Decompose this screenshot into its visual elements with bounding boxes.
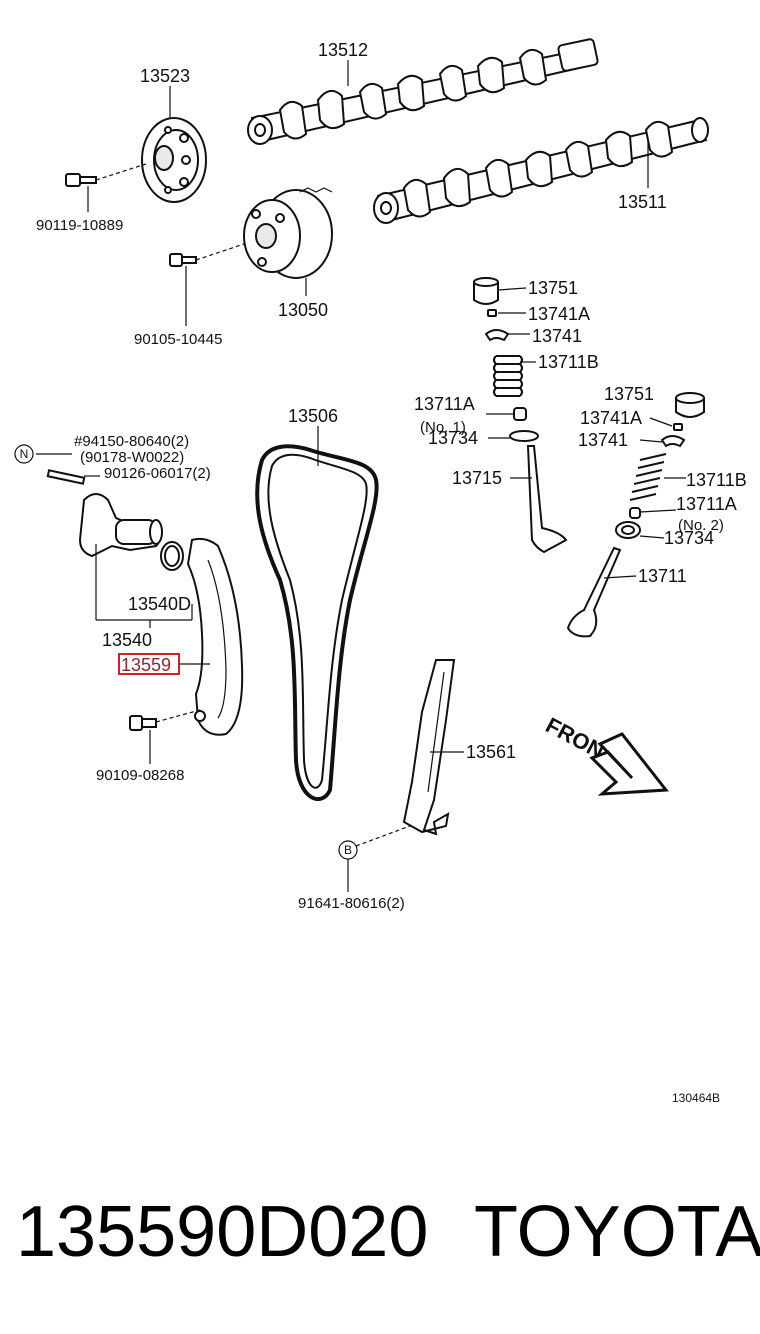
camshaft-13511 [373, 117, 709, 224]
label-13751-upper: 13751 [528, 278, 578, 298]
diagram-code: 130464B [672, 1091, 720, 1105]
sprocket-13523 [141, 117, 207, 203]
label-90109-08268: 90109-08268 [96, 767, 184, 784]
spring-retainer-13741-lower [660, 435, 686, 448]
label-13741-lower: 13741 [578, 430, 628, 450]
label-13751-lower: 13751 [604, 384, 654, 404]
valve-lifter-13751-upper [473, 277, 527, 305]
camshaft-timing-gear-13050 [243, 187, 333, 279]
spring-seat-13734-lower [615, 521, 665, 539]
label-13711: 13711 [638, 566, 687, 586]
valve-keeper-13741a-upper [487, 309, 526, 317]
valve-stem-seal-13711a-upper [486, 407, 527, 421]
note-circle-n-label: N [20, 447, 29, 461]
note-circle-b-label: B [344, 843, 352, 857]
label-90119-10889: 90119-10889 [36, 217, 123, 234]
chain-tensioner-13540 [78, 493, 193, 628]
valve-spring-13711b-lower [629, 453, 686, 501]
label-13561: 13561 [466, 742, 516, 762]
label-no2: (No. 2) [678, 517, 724, 534]
valve-spring-13711b-upper [493, 355, 536, 397]
label-13711b-lower: 13711B [686, 470, 747, 490]
label-13711b-upper: 13711B [538, 352, 599, 372]
intake-valve-13715 [510, 445, 568, 554]
label-13511: 13511 [618, 192, 667, 212]
valve-lifter-13751-lower [675, 392, 705, 418]
chain-damper-13561 [402, 659, 464, 836]
bolt-90109 [129, 709, 201, 764]
label-13559: 13559 [121, 655, 171, 675]
part-number: 135590D020 [16, 1192, 428, 1272]
stud-90126 [36, 453, 100, 485]
label-90126-06017: 90126-06017(2) [104, 465, 211, 482]
label-90105-10445: 90105-10445 [134, 331, 222, 348]
chain-slipper-guide-13559 [180, 537, 244, 736]
label-13715: 13715 [452, 468, 502, 488]
note-circle-b: B [338, 825, 411, 892]
label-13734-lower: 13734 [664, 528, 714, 548]
label-91641-80616: 91641-80616(2) [298, 895, 405, 912]
label-13711a-upper: 13711A [414, 394, 475, 414]
valve-stem-seal-13711a-lower [629, 507, 677, 519]
timing-chain-13506 [255, 426, 379, 802]
label-13512: 13512 [318, 40, 368, 60]
brand-name: TOYOTA [474, 1192, 760, 1272]
label-13050: 13050 [278, 300, 328, 320]
label-13741a-lower: 13741A [580, 408, 642, 428]
front-direction-indicator: FRONT [542, 712, 669, 796]
spring-seat-13734-upper [488, 430, 539, 442]
valve-keeper-13741a-lower [673, 423, 683, 431]
label-13540d: 13540D [128, 594, 191, 614]
highlight-box [118, 653, 180, 675]
note-circle-n: N [14, 444, 34, 464]
label-13741a-upper: 13741A [528, 304, 590, 324]
label-94150-80640: #94150-80640(2) [74, 433, 189, 450]
label-90178-w0022: (90178-W0022) [80, 449, 184, 466]
label-13741-upper: 13741 [532, 326, 582, 346]
spring-retainer-13741-upper [484, 329, 530, 342]
exhaust-valve-13711 [566, 546, 637, 638]
label-no1: (No. 1) [420, 419, 466, 436]
camshaft-13512 [247, 38, 599, 145]
label-13711a-lower: 13711A [676, 494, 737, 514]
label-13540: 13540 [102, 630, 152, 650]
bolt-90105 [169, 243, 245, 326]
label-13506: 13506 [288, 406, 338, 426]
label-13734-upper: 13734 [428, 428, 478, 448]
label-13523: 13523 [140, 66, 190, 86]
bolt-90119 [65, 163, 147, 212]
